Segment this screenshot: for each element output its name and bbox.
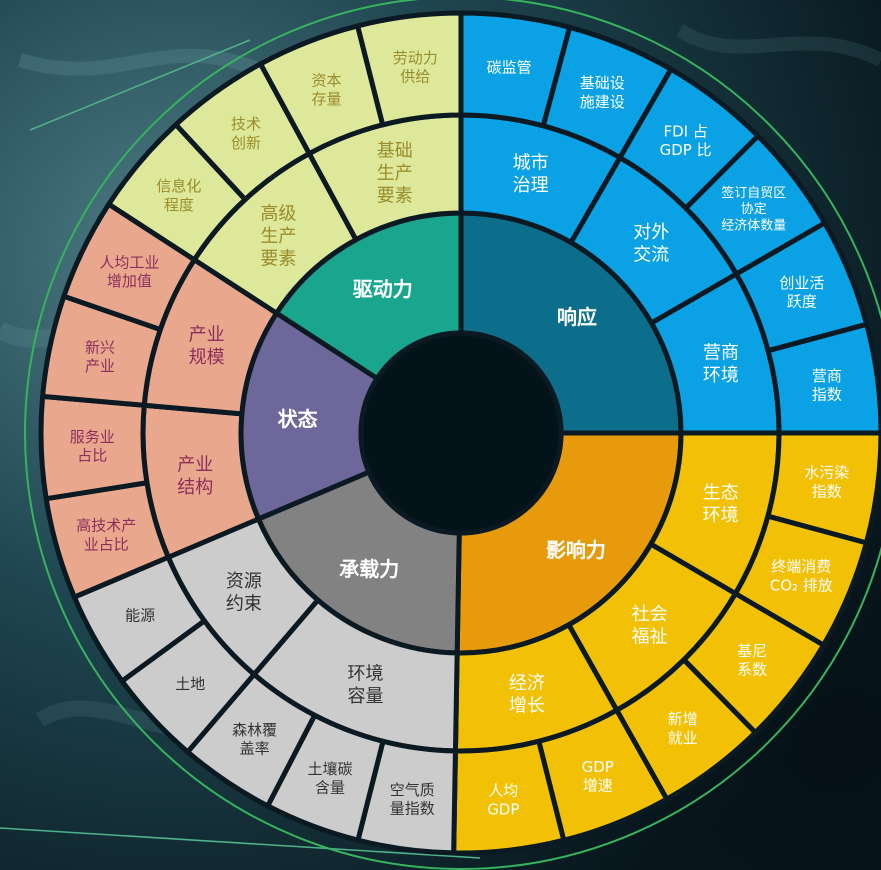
indicator-label-impact-0-0: 水污染指数	[804, 464, 849, 501]
wheel-labels: 驱动力 高级生产要素 信息化程度技术创新基础生产要素 资本存量 劳动力供给响应 城市治理 碳…	[70, 49, 850, 818]
group-label-drive-0: 高级生产要素	[260, 203, 296, 269]
indicator-label-drive-0-1: 技术创新	[231, 115, 261, 152]
indicator-label-response-2-1: 营商指数	[812, 367, 842, 404]
indicator-label-response-2-0: 创业活跃度	[779, 274, 824, 311]
indicator-label-response-0-0: 碳监管	[487, 59, 532, 77]
indicator-label-drive-1-0: 资本存量	[312, 71, 342, 108]
sector-label-drive: 驱动力	[353, 277, 413, 301]
indicator-label-state-0-0: 高技术产业占比	[76, 517, 136, 554]
connector-lines	[0, 39, 481, 859]
group-label-state-1: 产业规模	[189, 325, 225, 369]
sector-label-carrying: 承载力	[339, 557, 399, 581]
indicator-label-impact-1-1: 新增就业	[668, 710, 698, 747]
indicator-label-carrying-0-1: 土壤碳含量	[307, 760, 352, 797]
indicator-label-carrying-1-1: 能源	[125, 607, 155, 625]
indicator-label-response-0-1: 基础设施建设	[580, 74, 625, 111]
indicator-label-drive-0-0: 信息化程度	[156, 177, 201, 214]
group-label-state-0: 产业结构	[177, 454, 213, 498]
group-label-response-2: 营商环境	[703, 343, 739, 387]
wheel-outline-ring	[24, 0, 881, 870]
indicator-label-response-1-1: 签订自贸区协定经济体数量	[721, 185, 786, 234]
sector-label-impact: 影响力	[546, 538, 606, 562]
group-label-response-1: 对外交流	[633, 222, 669, 266]
group-label-response-0: 城市治理	[513, 152, 549, 196]
group-label-impact-1: 社会福祉	[632, 604, 668, 648]
wheel-rings	[24, 0, 881, 870]
group-label-carrying-1: 资源约束	[226, 571, 262, 615]
indicator-state-1-1	[61, 201, 197, 332]
indicator-label-state-1-1: 人均工业增加值	[99, 253, 159, 290]
center-disc	[358, 330, 564, 536]
indicator-label-carrying-0-2: 森林覆盖率	[232, 721, 277, 758]
group-label-impact-2: 经济增长	[509, 673, 545, 717]
indicator-label-state-0-1: 服务业占比	[70, 428, 115, 465]
connector-line	[29, 39, 251, 131]
sector-label-response: 响应	[557, 305, 597, 329]
group-label-carrying-0: 环境容量	[347, 664, 383, 708]
group-label-impact-0: 生态环境	[703, 483, 739, 527]
indicator-label-drive-1-1: 劳动力供给	[393, 49, 438, 86]
sector-label-state: 状态	[278, 407, 318, 431]
connector-line	[0, 827, 481, 859]
indicator-label-impact-1-0: 基尼系数	[737, 642, 767, 679]
indicator-label-state-1-0: 新兴产业	[85, 338, 115, 375]
indicator-label-carrying-0-0: 空气质量指数	[390, 781, 435, 818]
indicator-label-carrying-1-0: 土地	[175, 675, 205, 693]
group-label-drive-1: 基础生产要素	[377, 140, 413, 206]
